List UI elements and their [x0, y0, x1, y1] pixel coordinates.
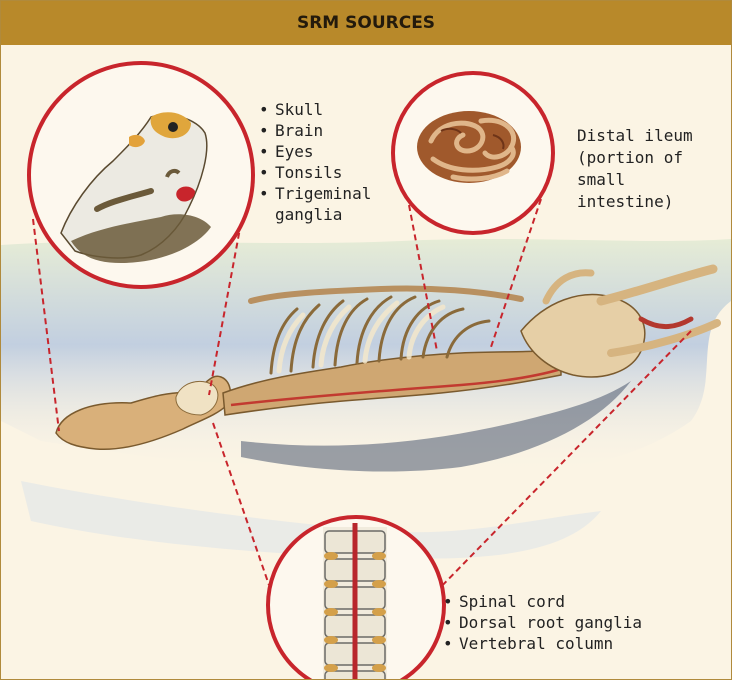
list-item: Dorsal root ganglia [443, 612, 703, 633]
ileum-label: Distal ileum (portion of small intestine… [577, 125, 727, 213]
header-title: SRM SOURCES [297, 13, 435, 33]
head-callout [29, 63, 253, 287]
list-item: Brain [259, 120, 399, 141]
list-item: Skull [259, 99, 399, 120]
spine-callout [268, 517, 444, 679]
header-bar: SRM SOURCES [1, 1, 731, 45]
list-item: Eyes [259, 141, 399, 162]
ileum-callout [393, 73, 553, 233]
list-item: Trigeminal ganglia [259, 183, 399, 225]
list-item: Tonsils [259, 162, 399, 183]
list-item: Spinal cord [443, 591, 703, 612]
list-item: Vertebral column [443, 633, 703, 654]
spine-sources-list: Spinal cord Dorsal root ganglia Vertebra… [443, 591, 703, 654]
head-sources-list: Skull Brain Eyes Tonsils Trigeminal gang… [259, 99, 399, 225]
